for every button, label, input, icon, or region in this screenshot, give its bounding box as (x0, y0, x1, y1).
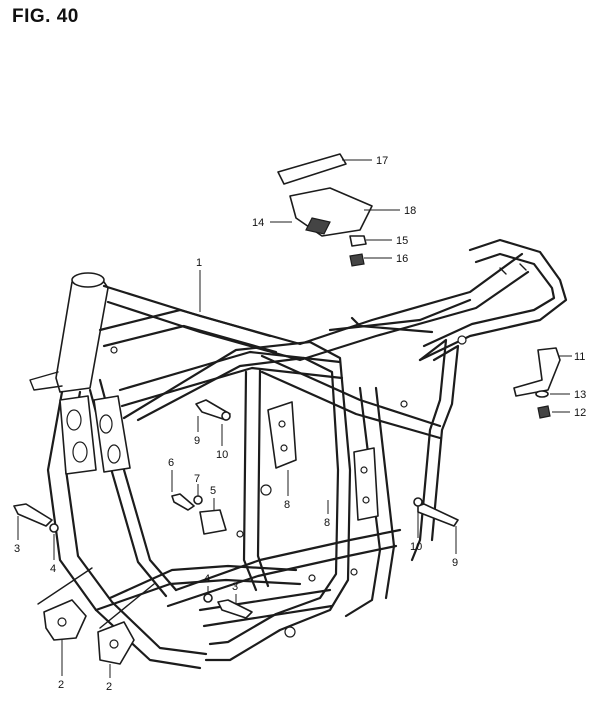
cradle-loop-outer (122, 340, 352, 662)
callout-4-left: 4 (50, 563, 56, 575)
cradle-loop-inner (136, 356, 340, 646)
callout-2-left: 2 (58, 679, 64, 691)
bolt-6 (171, 493, 195, 511)
engine-mount-plates (37, 567, 155, 665)
callout-5: 5 (210, 485, 216, 497)
rear-loop-outer (418, 238, 568, 362)
callout-13: 13 (574, 389, 586, 401)
gusset-plate-right (353, 447, 379, 521)
callout-10-left: 10 (216, 449, 228, 461)
callout-6: 6 (168, 457, 174, 469)
callout-3-right: 3 (232, 581, 238, 593)
gusset-plate-left (267, 401, 297, 469)
callout-12: 12 (574, 407, 586, 419)
rear-shock-tower (410, 338, 448, 562)
upper-backbone-left-inner (102, 324, 278, 354)
nut-12 (537, 405, 551, 419)
callout-17: 17 (376, 155, 388, 167)
bolt-3-right (217, 599, 253, 619)
front-engine-plate-left (59, 395, 97, 475)
front-cross-member (118, 350, 342, 392)
figure-title: FIG. 40 (12, 6, 79, 27)
bracket-5 (199, 509, 227, 535)
callout-15: 15 (396, 235, 408, 247)
nut-10-left (221, 411, 231, 421)
nut-10-right (413, 497, 423, 507)
callout-labels: 17 18 14 15 16 1 11 13 12 9 10 6 7 5 8 8… (14, 155, 586, 693)
center-tube-left (242, 370, 258, 592)
lower-rail-left-inner (108, 564, 298, 600)
callout-2-right: 2 (106, 681, 112, 693)
cover-mount (305, 217, 331, 235)
steering-head (55, 275, 109, 393)
rear-shock-tower-inner (430, 344, 460, 542)
center-tube-left-inner (256, 368, 270, 588)
washer-13 (535, 390, 549, 398)
leader-lines (17, 159, 572, 678)
callout-9-right: 9 (452, 557, 458, 569)
base-cross-member (198, 588, 332, 612)
front-engine-plate-right (93, 395, 131, 473)
battery-strap (277, 153, 347, 185)
lower-rail-right-inner (166, 544, 398, 608)
rear-loop-inner (422, 252, 556, 348)
mid-rail (260, 354, 442, 428)
main-frame (29, 238, 568, 670)
steering-head-top (71, 272, 105, 288)
washer-7 (193, 495, 203, 505)
plate-guide-lines (37, 567, 155, 629)
bolt-3-left (13, 503, 53, 527)
head-bracket (29, 371, 63, 391)
mid-rail-inner (260, 370, 442, 440)
seat-rail-cross (350, 316, 434, 334)
lower-rail-left (94, 578, 302, 612)
rear-loop-tabs (499, 263, 527, 275)
callout-8-left: 8 (284, 499, 290, 511)
bolt-9-right (417, 503, 459, 527)
left-down-tube (46, 390, 202, 670)
battery-tray-assembly (277, 153, 373, 267)
callout-3-left: 3 (14, 543, 20, 555)
bracket-11 (513, 347, 561, 397)
callout-8-right: 8 (324, 517, 330, 529)
washer-4-left (49, 523, 59, 533)
washer-15 (349, 235, 367, 247)
fasteners (13, 399, 459, 619)
callout-14: 14 (252, 217, 264, 229)
callout-18: 18 (404, 205, 416, 217)
rear-bracket-assembly (513, 347, 561, 419)
callout-9-left: 9 (194, 435, 200, 447)
callout-7: 7 (194, 473, 200, 485)
callout-10-right: 10 (410, 541, 422, 553)
nut-16 (349, 253, 365, 267)
battery-cover (289, 187, 373, 237)
callout-11: 11 (574, 351, 585, 363)
callout-1: 1 (196, 257, 202, 269)
upper-backbone-left (98, 308, 272, 338)
base-cross-member-inner (202, 604, 334, 628)
washer-4-right (203, 593, 213, 603)
callout-4-right: 4 (204, 573, 210, 585)
lower-rail-right (174, 528, 402, 592)
callout-16: 16 (396, 253, 408, 265)
